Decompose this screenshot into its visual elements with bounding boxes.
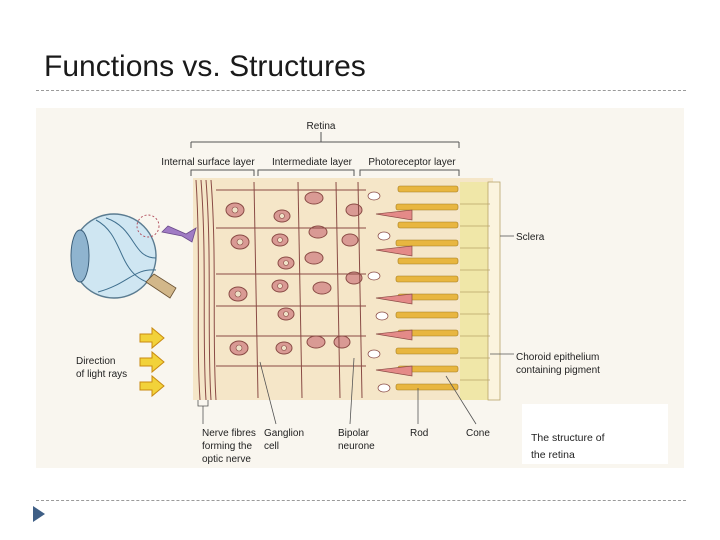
ganglion-nuclei	[231, 206, 289, 352]
next-slide-arrow-icon[interactable]	[33, 506, 45, 522]
top-divider	[36, 90, 686, 91]
slide-title: Functions vs. Structures	[44, 50, 366, 83]
nerve-label-line3: optic nerve	[202, 454, 251, 465]
photoreceptor-nuclei	[367, 191, 391, 393]
nerve-label-line2: forming the	[202, 441, 252, 452]
bipolar-cells	[304, 191, 363, 349]
bipolar-label-line1: Bipolar	[338, 428, 370, 439]
nerve-label-line1: Nerve fibres	[202, 428, 256, 439]
cone-label: Cone	[466, 428, 490, 439]
choroid-label-line1: Choroid epithelium	[516, 352, 599, 363]
retina-label: Retina	[307, 121, 336, 132]
eyeball-illustration	[70, 213, 197, 299]
ganglion-label-line1: Ganglion	[264, 428, 304, 439]
interconnecting-fibres	[216, 181, 366, 399]
light-direction-arrows	[139, 326, 165, 398]
direction-label-line2: of light rays	[76, 369, 127, 380]
label-leader-lines	[197, 235, 514, 425]
bipolar-label-line2: neurone	[338, 441, 375, 452]
cone-cells	[375, 209, 413, 377]
layer-brackets	[190, 169, 460, 176]
rod-cells	[395, 185, 459, 391]
bottom-divider	[36, 500, 686, 501]
caption-line1: The structure of	[531, 432, 605, 444]
sclera-label: Sclera	[516, 232, 545, 243]
caption-box	[522, 404, 668, 464]
caption-line2: the retina	[531, 449, 575, 461]
retina-bracket	[190, 132, 460, 148]
ganglion-label-line2: cell	[264, 441, 279, 452]
retina-diagram: Retina Internal surface layer Intermedia…	[36, 108, 684, 468]
photoreceptor-layer-label: Photoreceptor layer	[368, 157, 456, 168]
direction-label-line1: Direction	[76, 356, 115, 367]
internal-layer-label: Internal surface layer	[161, 157, 255, 168]
pigment-epithelium	[460, 182, 490, 400]
retina-diagram-svg: Retina Internal surface layer Intermedia…	[70, 121, 668, 465]
nerve-fibres	[195, 179, 217, 401]
pigment-cells	[460, 203, 490, 381]
sclera-layer	[487, 181, 501, 401]
intermediate-layer-label: Intermediate layer	[272, 157, 353, 168]
choroid-label-line2: containing pigment	[516, 365, 600, 376]
rod-label: Rod	[410, 428, 428, 439]
